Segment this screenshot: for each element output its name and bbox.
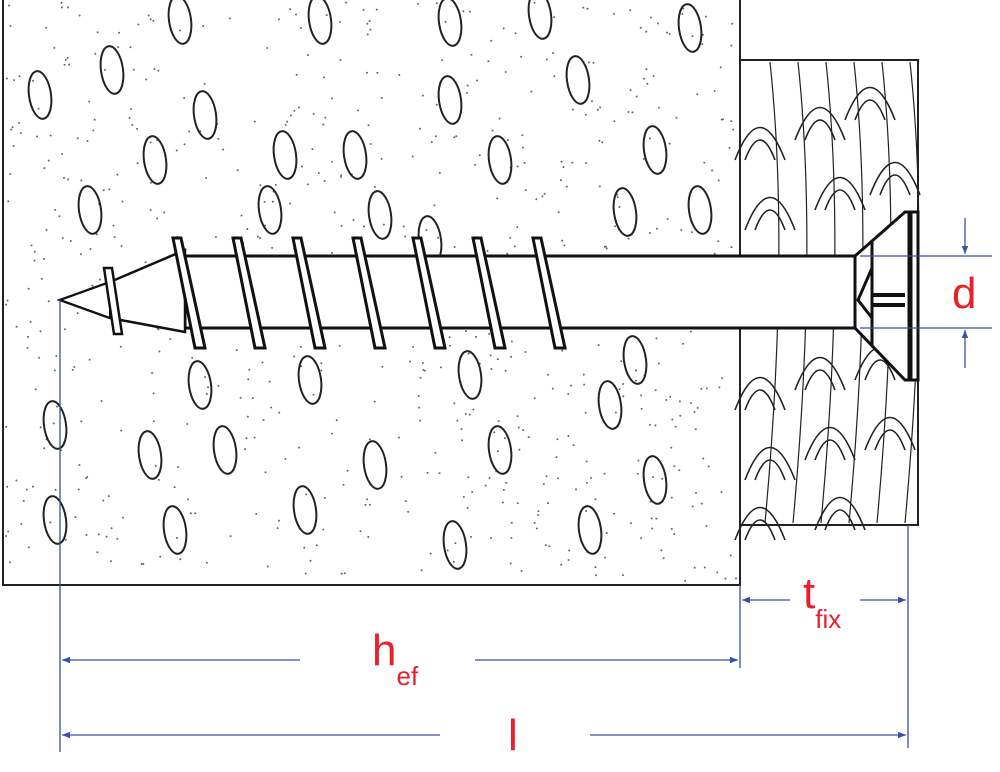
- fixture-thickness-symbol: t: [803, 569, 815, 618]
- embedment-depth-symbol: h: [372, 626, 396, 675]
- embedment-depth-subscript: ef: [396, 661, 418, 691]
- dimension-lines: [59, 218, 992, 752]
- concrete-aggregate: [27, 0, 713, 570]
- concrete-screw: [56, 210, 920, 382]
- diameter-label: d: [952, 269, 976, 318]
- fixture-thickness-subscript: fix: [815, 604, 841, 634]
- fixture-thickness-label: tfix: [803, 569, 841, 634]
- screw-head: [853, 210, 920, 382]
- length-label: l: [508, 711, 518, 760]
- embedment-depth-label: hef: [372, 626, 419, 691]
